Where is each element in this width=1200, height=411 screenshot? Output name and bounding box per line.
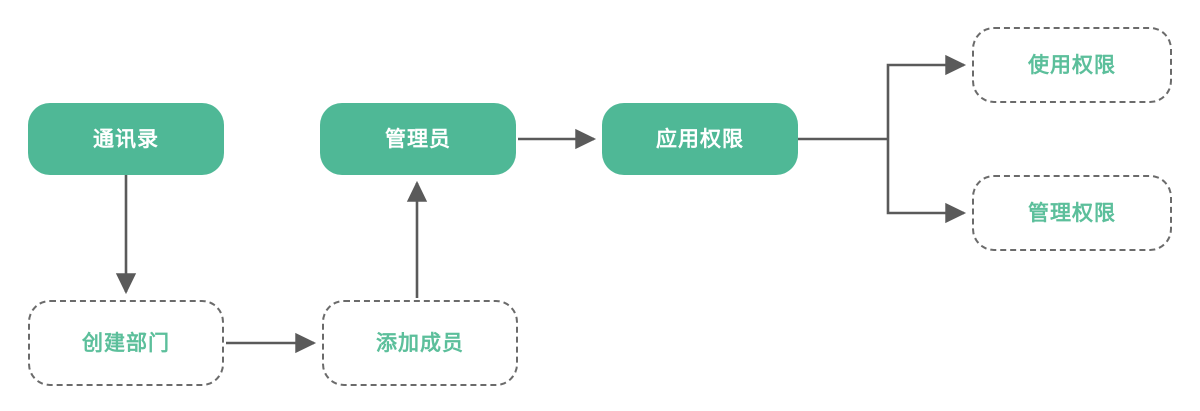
node-app-permissions[interactable]: 应用权限 xyxy=(602,103,798,175)
node-usage-permissions[interactable]: 使用权限 xyxy=(972,27,1172,103)
node-add-member[interactable]: 添加成员 xyxy=(322,300,518,386)
node-app-permissions-label: 应用权限 xyxy=(656,127,744,151)
node-usage-permissions-label: 使用权限 xyxy=(1028,53,1116,77)
edge-app-permissions-to-management-permissions xyxy=(886,139,967,224)
node-add-member-label: 添加成员 xyxy=(376,331,464,355)
node-administrator[interactable]: 管理员 xyxy=(320,103,516,175)
node-management-permissions[interactable]: 管理权限 xyxy=(972,175,1172,251)
edge-app-permissions-to-usage-permissions xyxy=(886,54,967,139)
node-contacts[interactable]: 通讯录 xyxy=(28,103,224,175)
node-create-department-label: 创建部门 xyxy=(82,331,170,355)
node-administrator-label: 管理员 xyxy=(385,127,451,151)
node-create-department[interactable]: 创建部门 xyxy=(28,300,224,386)
node-contacts-label: 通讯录 xyxy=(93,127,159,151)
node-management-permissions-label: 管理权限 xyxy=(1028,201,1116,225)
